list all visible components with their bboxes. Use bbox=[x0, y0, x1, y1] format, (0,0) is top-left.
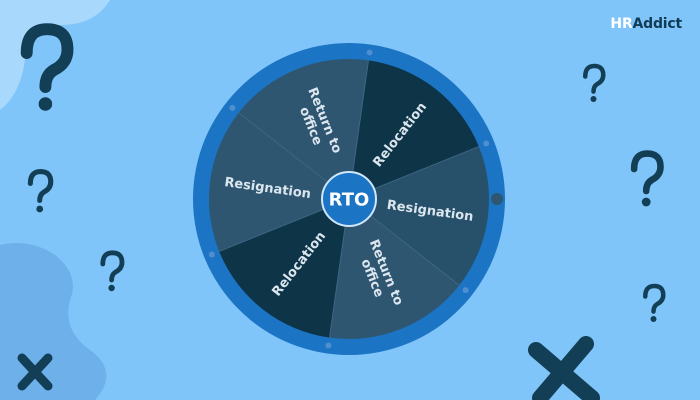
question-mark-icon bbox=[20, 23, 74, 111]
rim-studs bbox=[208, 49, 490, 349]
background-blob-top-left bbox=[0, 0, 110, 110]
rim-stud bbox=[366, 49, 373, 56]
wheel-hub-label: RTO bbox=[329, 190, 370, 211]
question-mark-icon bbox=[630, 150, 664, 207]
rim-stud bbox=[208, 251, 215, 258]
rim-stud bbox=[462, 287, 469, 294]
wheel-pointer[interactable] bbox=[489, 191, 505, 207]
rim-stud bbox=[483, 140, 490, 147]
wheel-hub[interactable] bbox=[321, 171, 377, 227]
wheel-segment[interactable] bbox=[329, 199, 460, 339]
rim-stud bbox=[325, 342, 332, 349]
wheel-segment[interactable] bbox=[209, 112, 349, 252]
wheel-segment[interactable] bbox=[349, 146, 489, 286]
wheel-segments bbox=[209, 59, 489, 339]
question-mark-icon bbox=[583, 63, 606, 102]
brand-logo: HRAddict bbox=[610, 16, 682, 32]
wheel-segment[interactable] bbox=[219, 199, 349, 338]
wheel-segment[interactable] bbox=[349, 60, 479, 199]
cross-icon bbox=[17, 353, 53, 391]
brand-logo-addict: Addict bbox=[632, 16, 683, 32]
rim-stud bbox=[229, 104, 236, 111]
cross-icon bbox=[528, 336, 600, 400]
background-blob-bottom-left bbox=[0, 242, 107, 400]
question-mark-icon bbox=[100, 250, 125, 292]
question-mark-icon bbox=[27, 169, 54, 213]
question-mark-icon bbox=[643, 283, 666, 322]
wheel-segment[interactable] bbox=[238, 59, 369, 200]
brand-logo-hr: HR bbox=[610, 16, 633, 32]
